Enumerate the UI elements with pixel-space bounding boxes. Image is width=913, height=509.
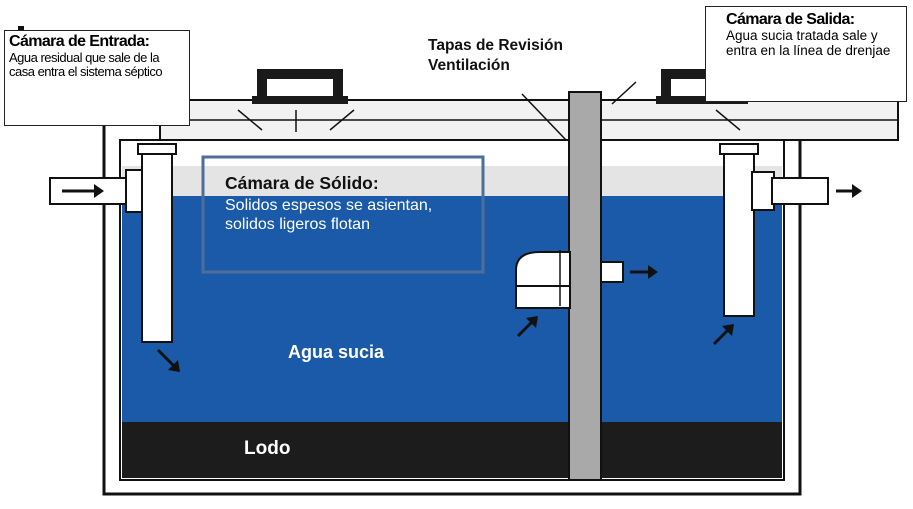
inlet-chamber-callout: Cámara de Entrada: Agua residual que sal… (4, 30, 190, 126)
ventilation-label: Ventilación (428, 57, 510, 75)
top-labels: Tapas de Revisión Ventilación (428, 36, 563, 77)
solids-chamber-text: Cámara de Sólido: Solidos espesos se asi… (225, 173, 475, 234)
outlet-drop-pipe (723, 149, 755, 317)
outlet-pipe (771, 177, 829, 205)
sludge-label: Lodo (244, 438, 291, 459)
inflow-arrow-icon (62, 184, 104, 198)
inspection-covers-label: Tapas de Revisión (428, 37, 563, 54)
scum-layer (122, 166, 782, 196)
elbow-intake-arrow-icon (516, 316, 538, 338)
scum-label: Espuma (617, 145, 684, 164)
inlet-chamber-title: Cámara de Entrada: (9, 33, 150, 50)
baffle-wall (568, 91, 602, 481)
baffle-elbow-fitting (515, 250, 571, 309)
inlet-discharge-arrow-icon (156, 348, 180, 372)
outlet-chamber-description: Agua sucia tratada sale y entra en la lí… (726, 28, 891, 58)
baffle-transfer-pipe (600, 261, 624, 283)
inlet-chamber-description: Agua residual que sale de la casa entra … (9, 50, 163, 80)
outlet-chamber-title: Cámara de Salida: (726, 11, 855, 28)
outflow-arrow-icon (836, 184, 862, 198)
corner-marker (18, 26, 24, 32)
left-inspection-cover (237, 69, 355, 132)
ventilation-leader-line (521, 93, 567, 141)
solids-chamber-description: Solidos espesos se asientan, solidos lig… (225, 197, 433, 234)
outlet-pipe-cap (719, 143, 759, 155)
water-layer (122, 196, 782, 422)
sludge-layer (122, 422, 782, 478)
ventilation-leader-line-right (611, 81, 637, 105)
solids-chamber-title: Cámara de Sólido: (225, 173, 379, 193)
outlet-intake-arrow-icon (712, 324, 734, 346)
transfer-arrow-icon (630, 265, 658, 279)
inlet-drop-pipe (141, 149, 173, 343)
outlet-tee-fitting (751, 171, 775, 211)
inlet-pipe-cap (137, 143, 177, 155)
water-label: Agua sucia (288, 342, 385, 362)
solids-chamber-outline (201, 155, 485, 274)
outlet-chamber-callout: Cámara de Salida: Agua sucia tratada sal… (705, 6, 907, 102)
